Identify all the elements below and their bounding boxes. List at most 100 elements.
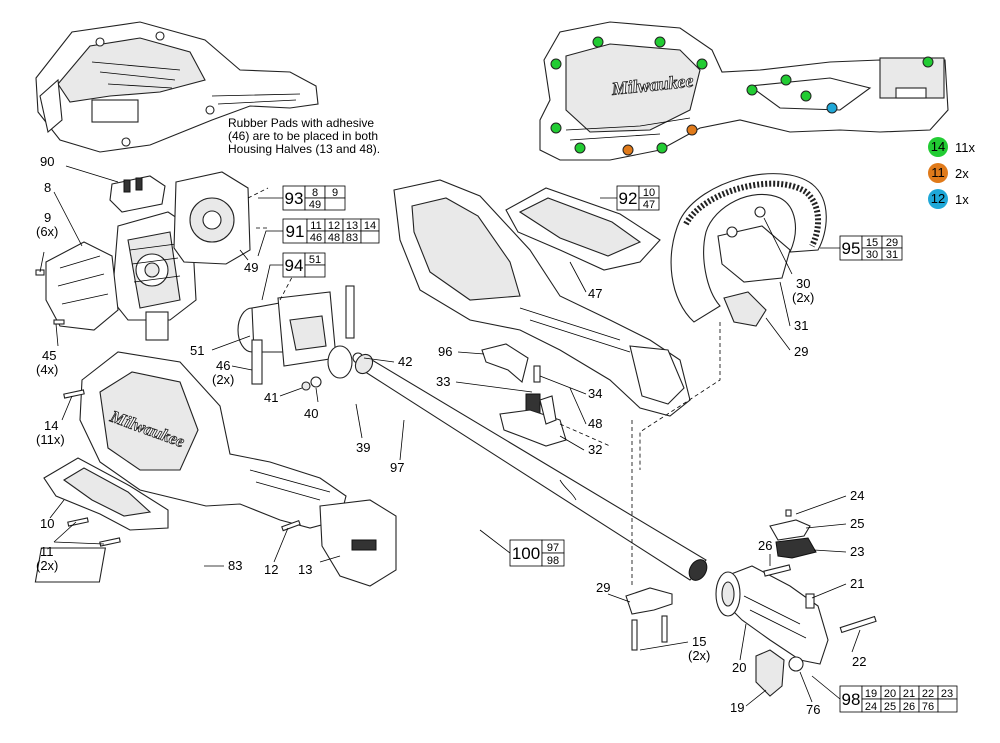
legend-badge-label: 11 [931,165,945,180]
callout-13: 13 [298,562,312,577]
kit-number: 98 [842,690,861,709]
callout-14: 14 [44,418,58,433]
kit-part: 22 [922,688,934,700]
assembled-housing-view: Milwaukee [539,21,949,161]
callout-49: 49 [244,260,258,275]
motor-assembly [35,171,251,341]
kit-part: 83 [346,232,358,244]
callout-20: 20 [732,660,746,675]
callout-33: 33 [436,374,450,389]
kit-part: 48 [328,232,340,244]
callout-45-qty: (4x) [36,362,58,377]
kit-part: 25 [884,701,896,713]
kit-number: 92 [619,189,638,208]
kit-part: 51 [309,254,321,266]
callout-10: 10 [40,516,54,531]
callout-34: 34 [588,386,602,401]
legend-badge-blue [928,189,948,209]
kit-part: 15 [866,237,878,249]
callout-42: 42 [398,354,412,369]
callout-83: 83 [228,558,242,573]
callout-32: 32 [588,442,602,457]
kit-part: 14 [364,220,376,232]
kit-part: 31 [886,249,898,261]
screw-14 [63,389,85,399]
callout-24: 24 [850,488,864,503]
kit-part: 47 [643,199,655,211]
callout-23: 23 [850,544,864,559]
legend-badge-label: 14 [931,139,945,154]
callout-9: 9 [44,210,51,225]
callout-22: 22 [852,654,866,669]
kit-part: 21 [903,688,915,700]
callout-11: 11 [40,544,54,559]
screw-legend: 14 11x 11 2x 12 1x [928,137,975,209]
kit-part: 12 [328,220,340,232]
callout-39: 39 [356,440,370,455]
kit-part: 30 [866,249,878,261]
kit-95: 95 15 29 30 31 [839,235,903,261]
callout-46: 46 [216,358,230,373]
kit-part: 10 [643,187,655,199]
callout-12: 12 [264,562,278,577]
kit-number: 91 [286,222,305,241]
gear-housing-assembly [237,285,364,391]
kit-part: 8 [312,187,318,199]
kit-number: 93 [285,189,304,208]
legend-count: 11x [955,140,975,155]
callout-30: 30 [796,276,810,291]
legend-badge-label: 12 [931,191,945,206]
kit-part: 23 [941,688,953,700]
callout-9-qty: (6x) [36,224,58,239]
note-line-3: Housing Halves (13 and 48). [228,142,380,156]
callout-90: 90 [40,154,54,169]
callout-25: 25 [850,516,864,531]
legend-badge-orange [928,163,948,183]
kit-part: 97 [547,542,559,554]
kit-part: 46 [310,232,322,244]
gearbox-assembly [715,509,877,697]
kit-part: 98 [547,555,559,567]
cover-47 [505,187,661,271]
note-line-2: (46) are to be placed in both [228,129,378,143]
callout-30-qty: (2x) [792,290,814,305]
base-guard-10 [43,457,169,531]
legend-badge-green [928,137,948,157]
kit-part: 24 [865,701,877,713]
rubber-pad-83 [34,547,107,583]
kit-number: 95 [842,239,861,258]
kit-part: 76 [922,701,934,713]
callout-97: 97 [390,460,404,475]
callout-96: 96 [438,344,452,359]
callout-8: 8 [44,180,51,195]
kit-part: 11 [310,220,321,232]
kit-number: 100 [512,544,540,563]
callout-11-qty: (2x) [36,558,58,573]
kit-part: 26 [903,701,915,713]
screw-11b [99,537,121,547]
screw-15 [631,619,638,651]
callout-leaders [39,165,861,707]
callout-76: 76 [806,702,820,717]
housing-half-48 [393,179,691,417]
callout-47: 47 [588,286,602,301]
kit-number: 94 [285,256,304,275]
trigger-assembly [481,343,567,447]
kit-94: 94 51 [282,252,326,278]
callout-labels: 90 8 9 (6x) 49 45 (4x) 51 46 (2x) 41 40 … [36,154,866,717]
bracket-29 [625,587,673,615]
callout-21: 21 [850,576,864,591]
blue-screw-marker [826,102,838,114]
kit-91: 91 11 12 13 14 46 48 83 [282,218,380,244]
legend-count: 2x [955,166,969,181]
callout-26: 26 [758,538,772,553]
callout-19: 19 [730,700,744,715]
callout-51: 51 [190,343,204,358]
legend-count: 1x [955,192,969,207]
orange-screw-marker [622,144,634,156]
screw-12 [281,519,301,532]
screw-15b [661,615,668,643]
kit-98: 98 19 20 21 22 23 24 25 26 76 [839,685,958,713]
housing-half-13: Milwaukee [79,351,397,587]
